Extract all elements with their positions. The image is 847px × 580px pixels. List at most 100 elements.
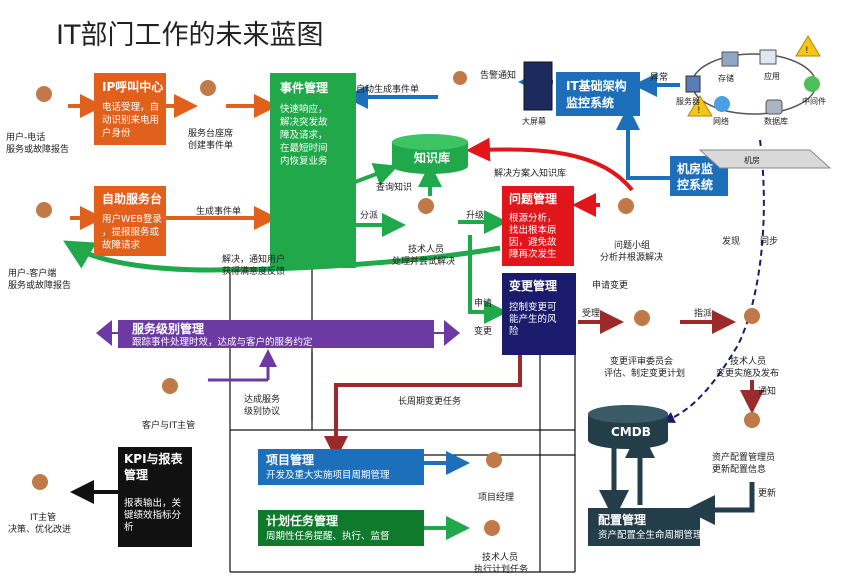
- incident-body-2: 解决突发故: [280, 116, 328, 128]
- tech-impl-label-2: 变更实施及发布: [716, 367, 779, 379]
- tech-staff-icon: [418, 198, 434, 214]
- big-screen-icon: [523, 61, 553, 111]
- dispatch-label: 分派: [360, 210, 378, 221]
- problem-mgmt-title: 问题管理: [509, 191, 557, 206]
- change-label: 变更: [474, 325, 492, 337]
- self-service-body-1: 用户WEB登录: [102, 213, 162, 225]
- infra-ring: ! !: [685, 35, 821, 117]
- ip-call-center-body-1: 电话受理，自: [102, 101, 159, 113]
- config-admin-label-1: 资产配置管理员: [712, 451, 775, 463]
- project-mgmt-box[interactable]: 项目管理 开发及重大实施项目周期管理: [258, 449, 424, 485]
- it-manager-label-1: IT主管: [30, 511, 56, 523]
- cab-label-1: 变更评审委员会: [610, 355, 673, 367]
- kpi-report-box[interactable]: KPI与报表 管理 报表输出，关 键绩效指标分 析: [118, 447, 192, 547]
- plan-task-body: 周期性任务提醒、执行、监督: [266, 530, 390, 542]
- sla-arrowhead-left: [96, 320, 112, 346]
- ip-call-center-box[interactable]: IP呼叫中心 电话受理，自 动识别来电用 户身份: [94, 73, 166, 145]
- problem-team-label-1: 问题小组: [614, 239, 650, 251]
- problem-body-1: 根源分析，: [509, 212, 557, 224]
- self-service-body-3: 故障请求: [102, 239, 141, 251]
- update-label: 更新: [758, 487, 776, 499]
- user-client-label-2: 服务或故障报告: [8, 279, 71, 291]
- svg-text:!: !: [805, 46, 809, 56]
- incident-body-1: 快速响应，: [280, 103, 328, 115]
- reach-sla-label-2: 级别协议: [244, 405, 280, 417]
- incident-body-3: 障及请求，: [280, 129, 328, 141]
- tech-plan-label-1: 技术人员: [482, 551, 518, 563]
- resolve-notify-label-1: 解决，通知用户: [222, 253, 285, 265]
- it-infra-monitor-box[interactable]: IT基础架构 监控系统: [556, 72, 640, 116]
- project-title: 项目管理: [266, 452, 314, 467]
- customer-icon: [162, 378, 178, 394]
- service-desk-label-1: 服务台座席: [188, 127, 233, 139]
- alert-person-icon: [453, 71, 467, 85]
- arrow-incident-to-kb: [354, 162, 399, 186]
- resolve-notify-label-2: 获得满意度反馈: [222, 265, 285, 277]
- warning-icon: !: [795, 35, 821, 57]
- incident-mgmt-box[interactable]: 事件管理 快速响应， 解决突发故 障及请求， 在最短时间 内恢复业务: [270, 73, 356, 268]
- user-phone-label-1: 用户-电话: [6, 131, 45, 143]
- sla-body: 跟踪事件处理时效，达成与客户的服务约定: [132, 336, 313, 348]
- machine-room-title-2: 控系统: [677, 177, 713, 192]
- it-infra-title-2: 监控系统: [566, 95, 614, 110]
- big-screen-label: 大屏幕: [522, 116, 546, 126]
- person-icons: [32, 71, 760, 536]
- storage-label: 存储: [718, 73, 734, 83]
- self-service-title: 自助服务台: [102, 191, 162, 206]
- cab-icon: [634, 310, 650, 326]
- arrow-room-to-infra: [616, 106, 670, 180]
- page-title: IT部门工作的未来蓝图: [56, 20, 323, 51]
- user-phone-icon: [36, 86, 52, 102]
- tech-impl-label-1: 技术人员: [730, 355, 766, 367]
- server-label: 服务器: [676, 96, 700, 106]
- config-admin-icon: [744, 412, 760, 428]
- change-body-2: 能产生的风: [509, 313, 557, 325]
- knowledge-base-cylinder[interactable]: 知识库: [392, 134, 468, 174]
- config-body: 资产配置全生命周期管理: [598, 529, 703, 541]
- service-desk-icon: [200, 80, 216, 96]
- discover-label: 发现: [722, 235, 740, 247]
- plan-task-title: 计划任务管理: [266, 513, 338, 528]
- sync-label: 同步: [760, 236, 778, 247]
- arrow-discover-sync: [662, 139, 765, 423]
- middleware-icon: [804, 76, 820, 92]
- problem-mgmt-box[interactable]: 问题管理 根源分析， 找出根本原 因，避免故 障再次发生: [502, 186, 574, 266]
- config-title: 配置管理: [598, 512, 646, 527]
- kpi-title-2: 管理: [124, 467, 148, 482]
- tech-staff-label-1: 技术人员: [408, 243, 444, 255]
- abnormal-label: 异常: [650, 71, 668, 83]
- solution-to-kb-label: 解决方案入知识库: [494, 167, 566, 179]
- ip-call-center-body-2: 动识别来电用: [102, 114, 159, 126]
- network-icon: [714, 96, 730, 112]
- change-body-1: 控制变更可: [509, 301, 557, 313]
- kpi-title-1: KPI与报表: [124, 451, 184, 466]
- problem-team-icon: [618, 198, 634, 214]
- sla-mgmt-box[interactable]: 服务级别管理 跟踪事件处理时效，达成与客户的服务约定: [118, 320, 434, 348]
- problem-body-2: 找出根本原: [509, 224, 557, 236]
- config-mgmt-box[interactable]: 配置管理 资产配置全生命周期管理: [588, 508, 703, 546]
- customer-it-label: 客户与IT主管: [142, 419, 195, 431]
- self-service-box[interactable]: 自助服务台 用户WEB登录 ，提报服务或 故障请求: [94, 186, 166, 256]
- problem-body-4: 障再次发生: [509, 248, 557, 260]
- warning-icon-2: !: [687, 95, 713, 117]
- incident-body-5: 内恢复业务: [280, 155, 328, 167]
- upgrade-label: 升级: [466, 209, 484, 221]
- svg-text:!: !: [697, 106, 701, 116]
- plan-task-mgmt-box[interactable]: 计划任务管理 周期性任务提醒、执行、监督: [258, 510, 424, 546]
- network-label: 网络: [713, 116, 729, 126]
- cmdb-cylinder[interactable]: CMDB: [588, 405, 668, 449]
- accept-label: 受理: [582, 307, 600, 319]
- user-client-label-1: 用户-客户端: [8, 267, 56, 279]
- long-cycle-label: 长周期变更任务: [398, 395, 461, 407]
- reach-sla-label-1: 达成服务: [244, 393, 280, 405]
- project-manager-icon: [486, 452, 502, 468]
- database-icon: [765, 99, 783, 115]
- service-desk-label-2: 创建事件单: [188, 139, 233, 151]
- alert-label: 告警通知: [480, 69, 516, 81]
- storage-icon: [721, 51, 739, 67]
- change-body-3: 险: [509, 325, 519, 337]
- change-mgmt-box[interactable]: 变更管理 控制变更可 能产生的风 险: [502, 273, 576, 355]
- application-icon: [759, 49, 777, 65]
- ip-call-center-body-3: 户身份: [102, 127, 131, 139]
